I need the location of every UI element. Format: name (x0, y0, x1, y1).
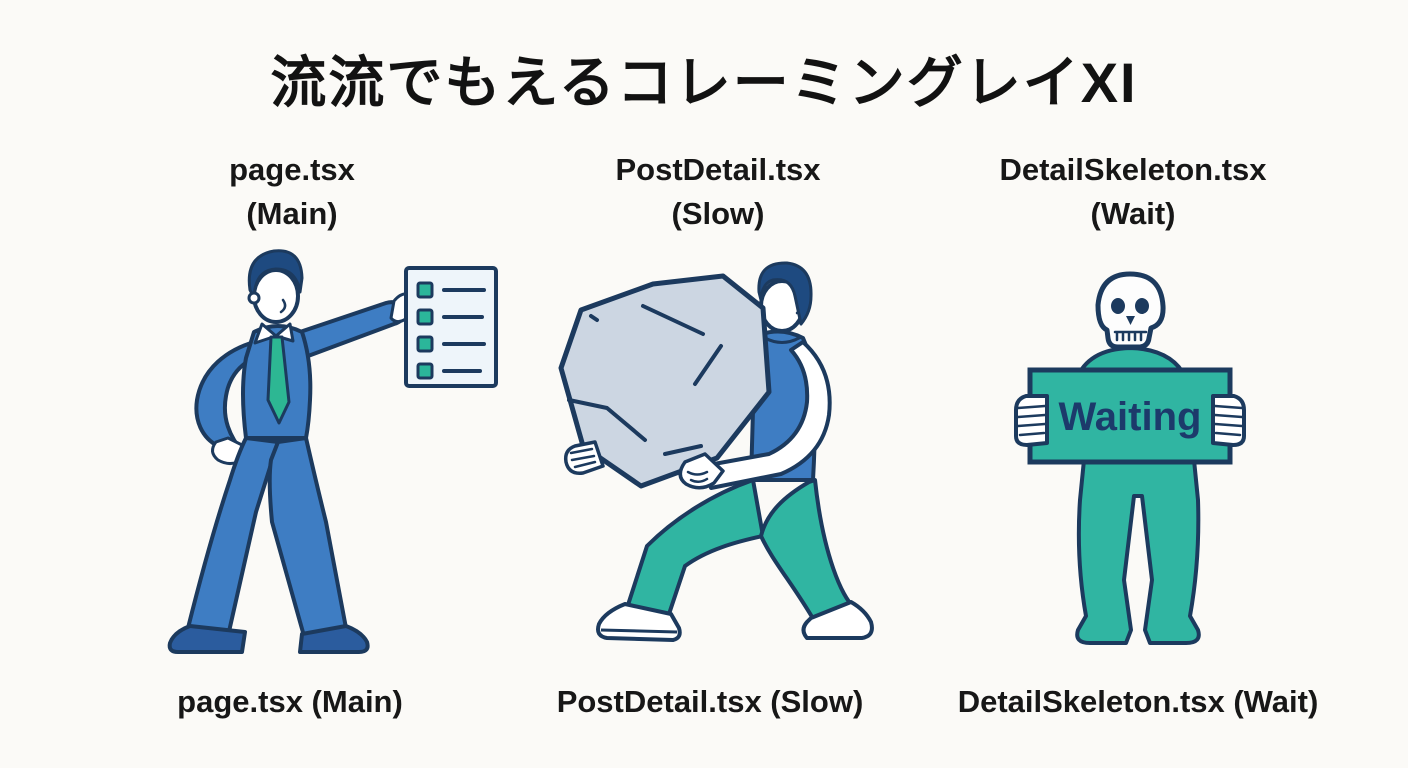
skeleton-waiting-illustration: Waiting (1014, 271, 1246, 645)
top-label-wait: DetailSkeleton.tsx (Wait) (933, 148, 1333, 236)
top-label-slow-line1: PostDetail.tsx (615, 152, 821, 187)
eye-socket (1111, 298, 1125, 314)
checkbox-icon (416, 308, 434, 326)
arm (701, 340, 832, 490)
top-label-slow-line2: (Slow) (671, 196, 765, 232)
crack-line (693, 344, 723, 386)
checkbox-icon (416, 362, 434, 380)
businessman-pointing-illustration (167, 249, 498, 654)
figure-wait: Waiting (1000, 250, 1320, 675)
top-label-slow: PostDetail.tsx (Slow) (518, 148, 918, 236)
finger-lines (569, 447, 597, 469)
eye-socket (1135, 298, 1149, 314)
back-shoe (801, 600, 874, 640)
top-label-main: page.tsx (Main) (92, 148, 492, 236)
skull-icon (1095, 271, 1166, 350)
checkbox-icon (416, 335, 434, 353)
nose-hole (1126, 316, 1135, 325)
finger-lines (686, 470, 709, 483)
finger-lines (1213, 404, 1244, 437)
hair (247, 249, 304, 300)
left-leg (186, 436, 280, 638)
finger-lines (1016, 404, 1047, 437)
collar-left (253, 322, 278, 345)
ear (247, 291, 261, 305)
checkbox-icon (416, 281, 434, 299)
figure-slow (545, 250, 945, 675)
front-leg (625, 478, 765, 622)
top-label-main-line2: (Main) (246, 196, 338, 232)
crack-line (567, 398, 647, 442)
right-shoe (298, 624, 370, 654)
hand-shape (1211, 394, 1246, 447)
nose-line (279, 298, 287, 314)
left-hand (1014, 394, 1049, 447)
sign-text: Waiting (1059, 395, 1202, 439)
sign-board (1027, 367, 1233, 465)
back-leg (759, 478, 855, 624)
bottom-label-slow: PostDetail.tsx (Slow) (556, 684, 864, 719)
top-label-wait-line2: (Wait) (1090, 196, 1176, 232)
top-label-main-line1: page.tsx (229, 152, 355, 187)
bottom-label-wait: DetailSkeleton.tsx (Wait) (957, 684, 1319, 719)
right-hand (1211, 394, 1246, 447)
crack-line (641, 304, 705, 336)
figure-main (150, 240, 550, 675)
bottom-label-main: page.tsx (Main) (177, 684, 403, 719)
teeth-lines (1113, 330, 1148, 342)
waiting-sign: Waiting (1027, 367, 1233, 465)
man-carrying-boulder-illustration (558, 261, 874, 642)
hand-shape (1014, 394, 1049, 447)
crack-line (589, 314, 599, 322)
hair (757, 261, 813, 326)
neckline (763, 336, 801, 344)
legs (1075, 458, 1201, 645)
left-shoe (167, 624, 247, 654)
skull-shape (1095, 271, 1166, 350)
shoe-sole-line (600, 628, 678, 634)
right-leg (267, 436, 348, 638)
tie (266, 335, 291, 425)
checklist-paper (404, 266, 498, 388)
top-label-wait-line1: DetailSkeleton.tsx (999, 152, 1267, 187)
crack-line (663, 444, 703, 456)
page-title: 流流でもえるコレーミングレイXI (270, 51, 1138, 114)
